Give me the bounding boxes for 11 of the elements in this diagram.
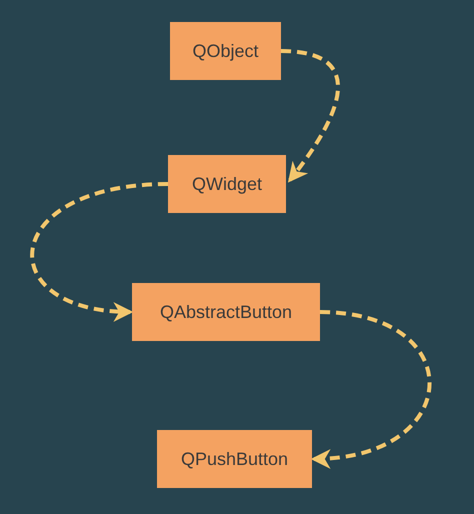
class-box xyxy=(168,155,286,213)
arrow xyxy=(30,182,168,321)
class-name: QAbstractButton xyxy=(160,302,292,322)
class-box xyxy=(132,283,320,341)
arrow xyxy=(310,310,432,468)
class-box xyxy=(157,430,312,488)
class-name: QWidget xyxy=(192,174,262,194)
class-box xyxy=(170,22,281,80)
class-name: QPushButton xyxy=(180,448,288,470)
arrow xyxy=(280,49,340,183)
class-name: QObject xyxy=(192,40,259,62)
